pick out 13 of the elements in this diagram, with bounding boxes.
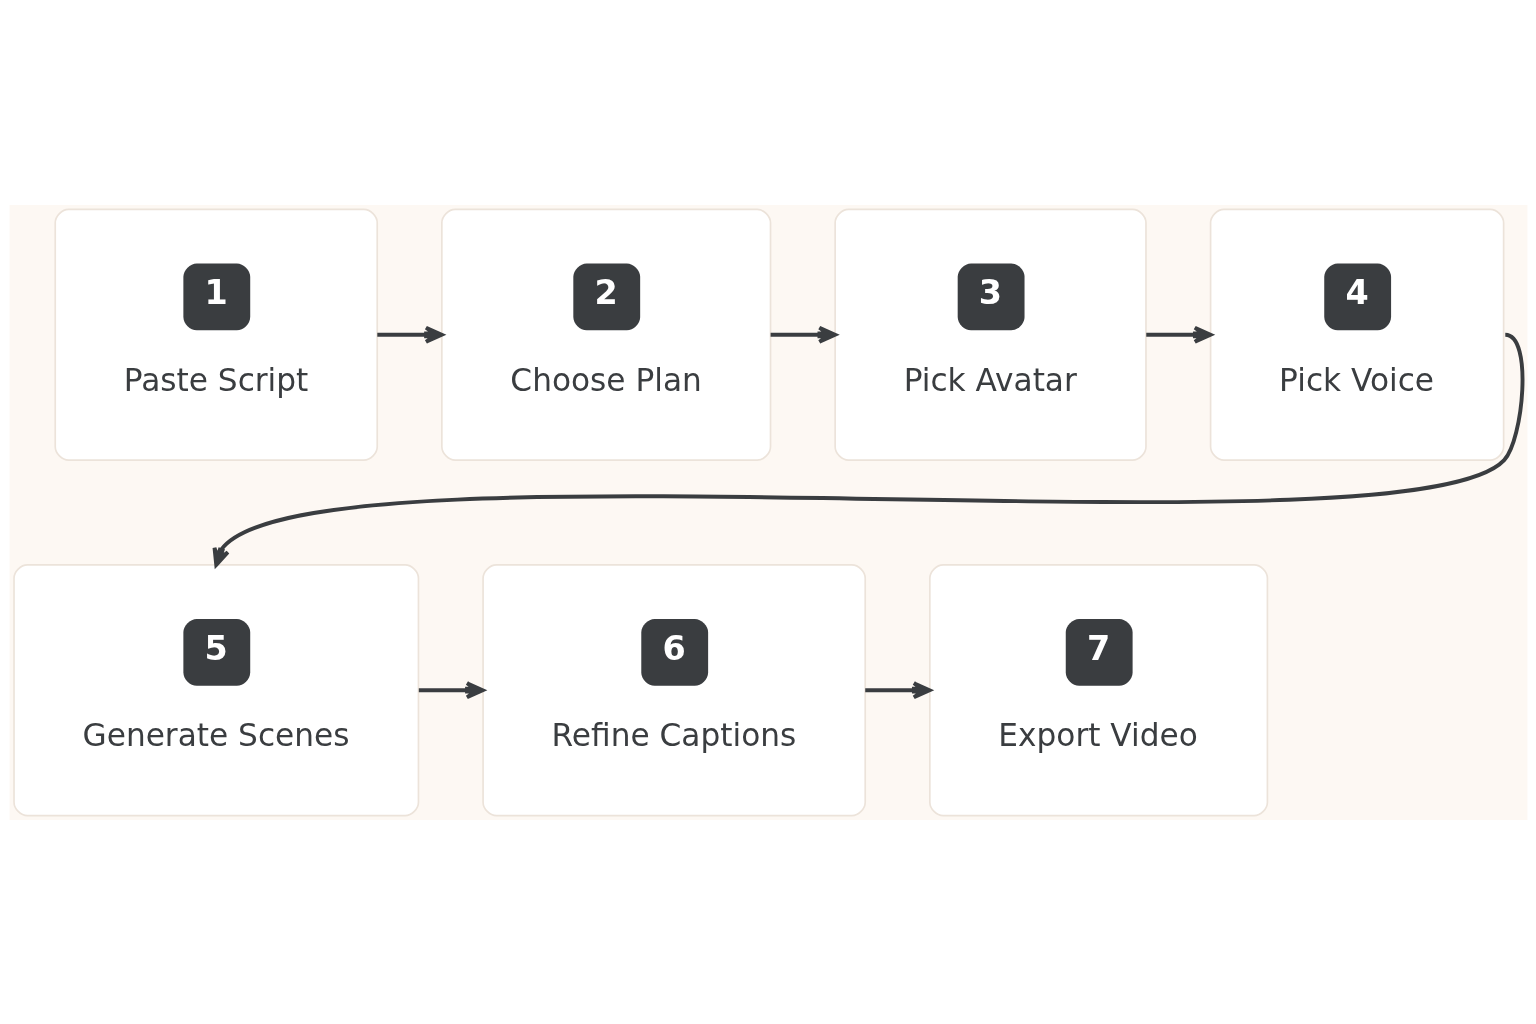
node-box: 5 Generate Scenes xyxy=(12,563,419,816)
arrow xyxy=(864,680,931,699)
node-box: 6 Refine Captions xyxy=(481,563,866,816)
arrow xyxy=(376,325,444,344)
node-box: 7 Export Video xyxy=(928,563,1268,816)
node-box: 4 Pick Voice xyxy=(1209,208,1504,461)
node-box: 1 Paste Script xyxy=(53,208,378,461)
node-box: 2 Choose Plan xyxy=(440,208,771,461)
arrow xyxy=(418,680,485,699)
arrow xyxy=(212,332,1524,567)
arrow xyxy=(770,325,837,344)
node-box: 3 Pick Avatar xyxy=(833,208,1147,461)
arrow xyxy=(1145,325,1212,344)
